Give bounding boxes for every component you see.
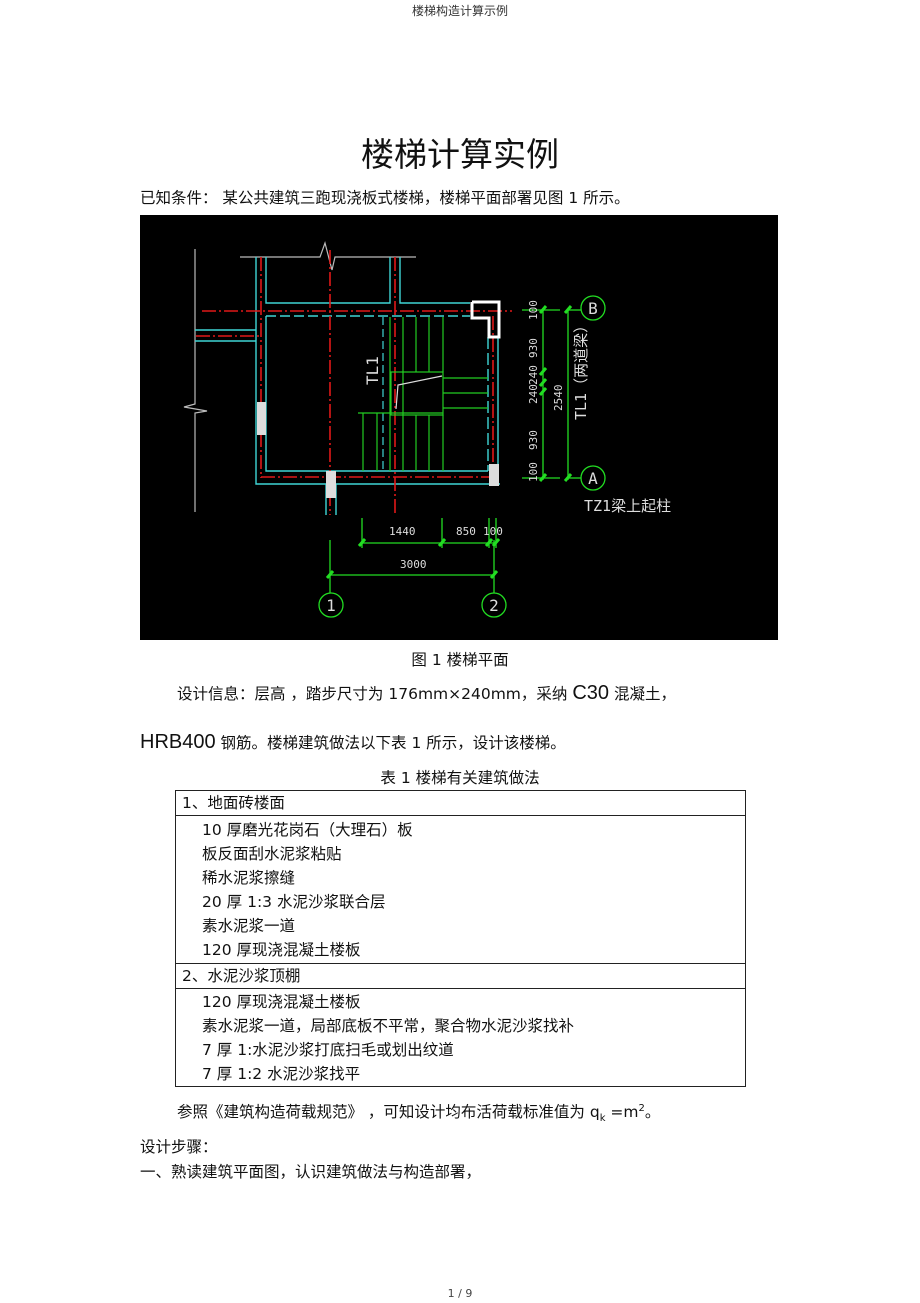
reference-text: 参照《建筑构造荷载规范》 ，可知设计均布活荷载标准值为 qk =m2。 [177,1100,660,1124]
stair-plan-drawing: TL1 TL1（两道梁） TZ1梁上起柱 100 930 240 240 930… [140,215,778,640]
q-unit: =m [605,1103,639,1121]
break-lines [183,240,416,512]
design-info-text: 设计信息：层高 ，踏步尺寸为 176mm×240mm，采纳 [177,685,573,703]
steps-title: 设计步骤： [140,1138,218,1156]
list-item: 7 厚 1:2 水泥沙浆找平 [202,1065,361,1083]
axis-lines [196,250,512,515]
dim-label: 930 [527,430,540,450]
unit-exponent: 2 [638,1102,645,1114]
reference-end: 。 [644,1103,661,1121]
table-caption: 表 1 楼梯有关建筑做法 [380,769,540,787]
section-heading: 1、地面砖楼面 [175,790,746,816]
page-title: 楼梯计算实例 [361,135,559,174]
q-subscript: k [599,1113,606,1125]
dim-label: 930 [527,338,540,358]
dim-label: 2540 [552,385,565,412]
tz1-label: TZ1梁上起柱 [584,497,671,515]
intro-text: 已知条件： 某公共建筑三跑现浇板式楼梯，楼梯平面部署见图 1 所示。 [140,189,630,207]
axis-2-label: 2 [489,596,499,615]
tl1-right-label: TL1（两道梁） [572,318,590,420]
page-header: 楼梯构造计算示例 [411,4,508,18]
dim-label: 1440 [389,525,416,538]
dim-label: 100 [527,300,540,320]
axis-a-label: A [588,469,598,488]
dim-label: 100 [527,462,540,482]
design-info-text: 混凝土， [609,685,676,703]
columns [257,300,501,498]
list-item: 120 厚现浇混凝土楼板 [202,993,361,1011]
list-item: 7 厚 1:水泥沙浆打底扫毛或划出纹道 [202,1041,454,1059]
walls [195,257,500,515]
list-item: 板反面刮水泥浆粘贴 [202,845,342,863]
dim-label: 850 [456,525,476,538]
reference-body: 参照《建筑构造荷载规范》 ，可知设计均布活荷载标准值为 [177,1103,590,1121]
list-item: 20 厚 1:3 水泥沙浆联合层 [202,893,386,911]
section-items: 120 厚现浇混凝土楼板 素水泥浆一道，局部底板不平常，聚合物水泥沙浆找补 7 … [175,988,746,1087]
step-1: 一、熟读建筑平面图，认识建筑做法与构造部署， [140,1163,482,1181]
rebar-grade: HRB400 [140,731,216,753]
axis-b-label: B [588,299,598,318]
drawing-labels: TL1 TL1（两道梁） TZ1梁上起柱 100 930 240 240 930… [326,299,671,615]
list-item: 素水泥浆一道，局部底板不平常，聚合物水泥沙浆找补 [202,1017,575,1035]
section-items: 10 厚磨光花岗石（大理石）板 板反面刮水泥浆粘贴 稀水泥浆擦缝 20 厚 1:… [175,815,746,964]
design-info-line1: 设计信息：层高 ，踏步尺寸为 176mm×240mm，采纳 C30 混凝土， [177,682,676,705]
dimension-lines [318,295,606,618]
list-item: 稀水泥浆擦缝 [202,869,296,887]
tl1-left-label: TL1 [363,356,382,385]
dim-label: 240 [527,365,540,385]
q-symbol: q [589,1103,600,1121]
design-info-line2: HRB400 钢筋。楼梯建筑做法以下表 1 所示，设计该楼梯。 [140,731,566,754]
dim-label: 240 [527,384,540,404]
architecture-table: 1、地面砖楼面 10 厚磨光花岗石（大理石）板 板反面刮水泥浆粘贴 稀水泥浆擦缝… [175,790,746,1087]
dim-label: 3000 [400,558,427,571]
page-number: 1 / 9 [447,1287,473,1300]
figure-caption: 图 1 楼梯平面 [411,651,509,669]
list-item: 素水泥浆一道 [202,917,296,935]
stair-treads [358,317,488,471]
axis-1-label: 1 [326,596,336,615]
section-heading: 2、水泥沙浆顶棚 [175,963,746,989]
design-info-text: 钢筋。楼梯建筑做法以下表 1 所示，设计该楼梯。 [215,734,566,752]
list-item: 120 厚现浇混凝土楼板 [202,941,361,959]
dim-label: 100 [483,525,503,538]
list-item: 10 厚磨光花岗石（大理石）板 [202,821,413,839]
concrete-grade: C30 [572,682,610,704]
